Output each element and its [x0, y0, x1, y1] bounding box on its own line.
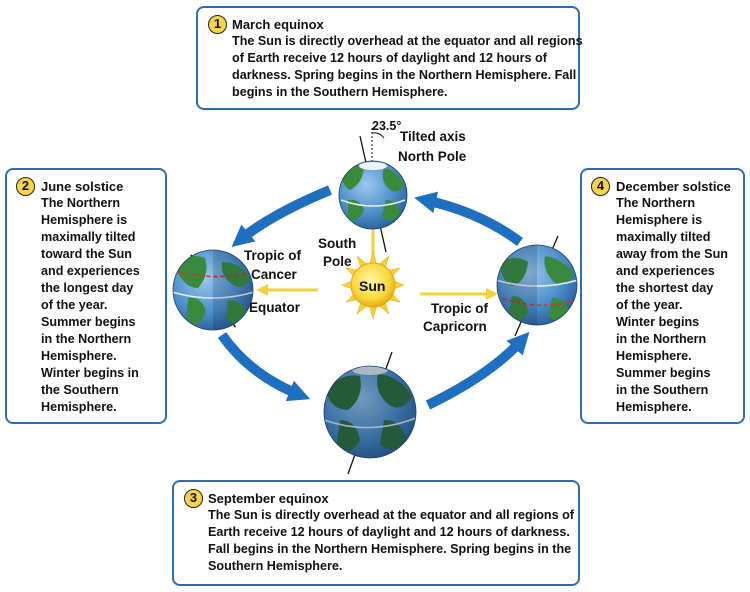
step-badge-4: 4 — [591, 177, 610, 196]
sun — [341, 249, 405, 321]
june-solstice-title: June solstice — [41, 179, 124, 194]
step-badge-3: 3 — [184, 489, 203, 508]
tilted-axis-label: Tilted axis — [400, 129, 466, 144]
tropic-of-cancer-label-line2: Cancer — [251, 267, 297, 282]
sun-label: Sun — [359, 278, 386, 294]
orbit-arrow-bottom-right — [425, 331, 530, 410]
tropic-of-capricorn-label-line1: Tropic of — [431, 301, 488, 316]
orbit-arrow-top-right — [414, 191, 523, 247]
december-solstice-title: December solstice — [616, 179, 731, 194]
tropic-of-cancer-label-line1: Tropic of — [244, 248, 301, 263]
september-equinox-text: The Sun is directly overhead at the equa… — [208, 508, 574, 573]
orbit-arrows — [217, 185, 530, 410]
march-equinox-title: March equinox — [232, 17, 324, 32]
tilt-angle-label: 23.5° — [372, 119, 402, 133]
step-badge-2: 2 — [16, 177, 35, 196]
sun-disk — [350, 262, 396, 308]
equator-label: Equator — [249, 300, 301, 315]
september-equinox-title: September equinox — [208, 491, 329, 506]
south-pole-label-line2: Pole — [323, 254, 352, 269]
step-badge-1: 1 — [208, 15, 227, 34]
orbit-arrow-top-left — [231, 185, 332, 248]
tropic-of-capricorn-label-line2: Capricorn — [423, 319, 487, 334]
earth-september — [323, 351, 417, 475]
orbit-arrow-bottom-left — [217, 332, 311, 402]
march-equinox-text: The Sun is directly overhead at the equa… — [232, 34, 583, 99]
march-equinox-box: 1 March equinox The Sun is directly over… — [196, 6, 583, 110]
south-pole-label-line1: South — [318, 236, 357, 251]
earth-june — [172, 249, 254, 331]
north-pole-label: North Pole — [398, 149, 467, 164]
earth-december — [496, 235, 578, 337]
september-equinox-box: 3 September equinox The Sun is directly … — [172, 480, 580, 586]
